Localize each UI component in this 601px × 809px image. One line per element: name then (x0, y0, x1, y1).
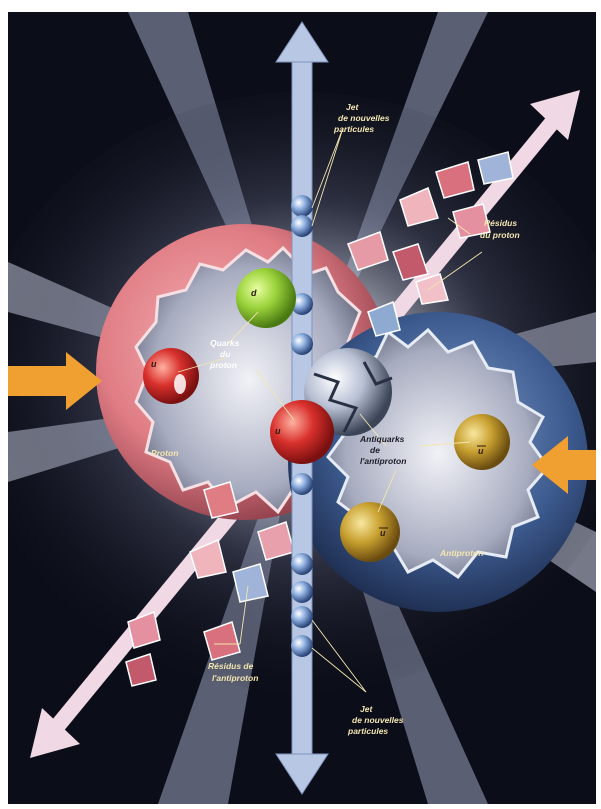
quark-green-label: d (251, 288, 257, 298)
quark-green: d (236, 268, 296, 328)
illustration-frame: d u u u u (8, 12, 596, 804)
svg-text:Résidus de: Résidus de (208, 661, 254, 671)
svg-text:de nouvelles: de nouvelles (352, 715, 404, 725)
label-antiproton: Antiproton (439, 548, 483, 558)
quark-center-red-label: u (275, 426, 281, 436)
svg-text:l'antiproton: l'antiproton (360, 456, 406, 466)
svg-text:Jet: Jet (346, 102, 359, 112)
quark-left-red-label: u (151, 359, 157, 369)
antiquark-bottom: u (340, 502, 400, 562)
svg-text:Quarks: Quarks (210, 338, 240, 348)
svg-text:du proton: du proton (480, 230, 520, 240)
antiquark-right: u (454, 414, 510, 470)
collision-illustration: d u u u u (8, 12, 596, 804)
quark-left-red: u (143, 348, 199, 404)
svg-text:proton: proton (209, 360, 237, 370)
svg-text:Antiquarks: Antiquarks (359, 434, 405, 444)
svg-text:particules: particules (347, 726, 388, 736)
svg-text:du: du (220, 349, 231, 359)
svg-text:de nouvelles: de nouvelles (338, 113, 390, 123)
svg-text:Résidus: Résidus (484, 218, 517, 228)
svg-text:Jet: Jet (360, 704, 373, 714)
quark-center-red: u (270, 400, 334, 464)
antiquark-bottom-label: u (380, 528, 386, 538)
svg-text:de: de (370, 445, 380, 455)
label-proton: Proton (151, 448, 178, 458)
svg-text:particules: particules (333, 124, 374, 134)
svg-text:l'antiproton: l'antiproton (212, 673, 258, 683)
antiquark-right-label: u (478, 446, 484, 456)
